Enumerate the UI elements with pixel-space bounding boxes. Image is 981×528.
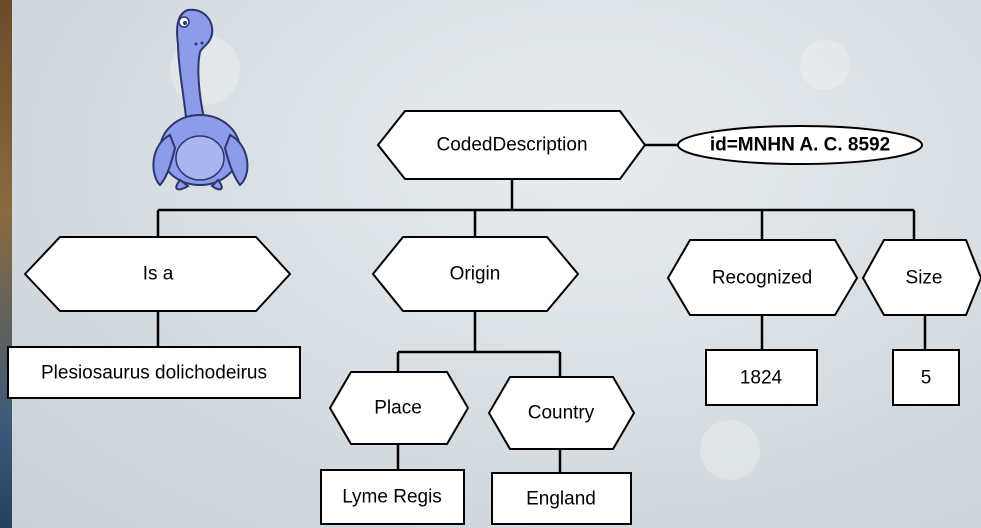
coded-description-node[interactable]: CodedDescription — [376, 110, 647, 180]
country-value-box: England — [491, 472, 632, 525]
id-badge: id=MNHN A. C. 8592 — [677, 125, 923, 165]
recognized-value-box: 1824 — [705, 349, 818, 406]
size-value-box: 5 — [892, 349, 960, 406]
country-value: England — [526, 489, 596, 510]
connector-lines — [156, 143, 927, 473]
place-node[interactable]: Place — [328, 371, 470, 445]
plesiosaur-mascot-icon — [152, 8, 249, 191]
size-value: 5 — [921, 368, 932, 389]
place-value-box: Lyme Regis — [320, 469, 465, 525]
recognized-node[interactable]: Recognized — [666, 239, 859, 316]
recognized-label: Recognized — [712, 268, 812, 289]
size-label: Size — [906, 268, 943, 289]
country-label: Country — [528, 403, 595, 424]
is-a-label: Is a — [143, 264, 174, 285]
is-a-node[interactable]: Is a — [23, 236, 292, 312]
country-node[interactable]: Country — [487, 376, 636, 450]
coded-description-label: CodedDescription — [436, 135, 587, 156]
background-bubble — [700, 420, 760, 480]
recognized-value: 1824 — [740, 368, 783, 389]
origin-label: Origin — [450, 264, 501, 285]
size-node[interactable]: Size — [861, 239, 981, 316]
is-a-value-box: Plesiosaurus dolichodeirus — [7, 346, 301, 399]
place-value: Lyme Regis — [342, 487, 442, 508]
id-label: id=MNHN A. C. 8592 — [710, 135, 890, 156]
origin-node[interactable]: Origin — [371, 236, 580, 312]
place-label: Place — [374, 398, 422, 419]
is-a-value: Plesiosaurus dolichodeirus — [41, 363, 267, 384]
background-bubble — [800, 40, 850, 90]
